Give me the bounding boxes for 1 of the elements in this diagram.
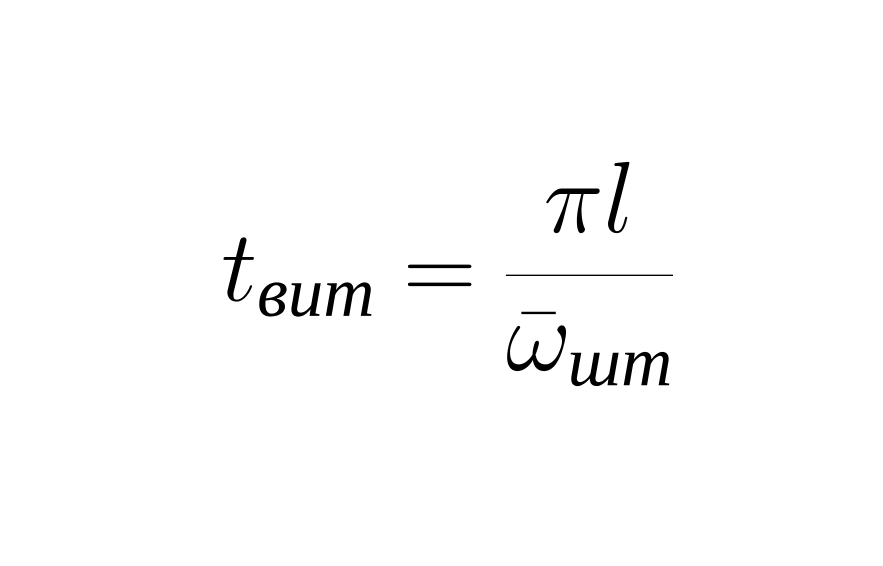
formula: $t_{\text{\itshape вит}} = \frac{\pi l}{\bar{\omega}_{\text{\itshape шт}}}$ xyxy=(224,162,673,386)
